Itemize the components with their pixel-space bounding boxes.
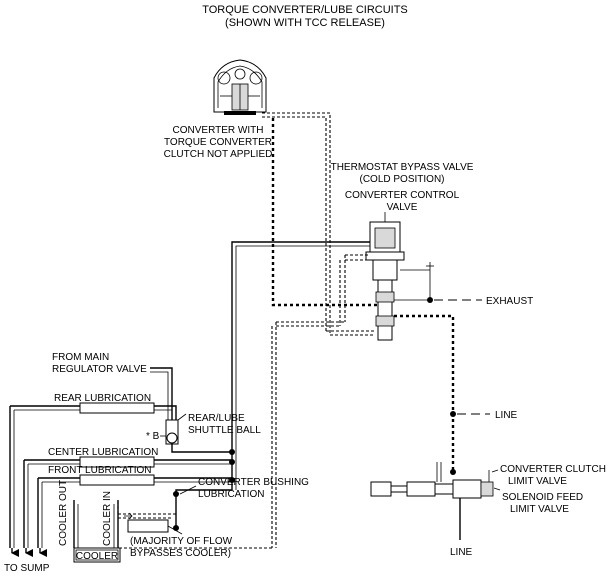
front-lube-label: FRONT LUBRICATION: [48, 465, 152, 476]
from-main-label-1: FROM MAIN: [52, 352, 109, 363]
thermostat-label-1: THERMOSTAT BYPASS VALVE: [331, 162, 474, 173]
shuttle-label-1: REAR/LUBE: [188, 413, 245, 424]
solenoid-feed-leader: [493, 487, 501, 491]
solenoid-feed-label-2: LIMIT VALVE: [510, 504, 569, 515]
clutch-limit-leader: [491, 469, 499, 473]
valve-port-paths: [271, 254, 370, 548]
exhaust-line: [394, 297, 482, 303]
clutch-limit-label-2: LIMIT VALVE: [508, 476, 567, 487]
shuttle-out-path: [171, 444, 232, 453]
converter-out-path-inner: [235, 245, 370, 490]
cooler-box: [73, 547, 121, 563]
junction-center: [229, 449, 235, 455]
release-feed-path: [262, 112, 375, 336]
shuttle-label-2: SHUTTLE BALL: [188, 425, 261, 436]
to-sump-label: TO SUMP: [4, 563, 50, 574]
center-lubrication-path: [23, 456, 235, 548]
converter-control-label-1: CONVERTER CONTROL: [345, 190, 460, 201]
converter-control-label-2: VALVE: [387, 202, 418, 213]
converter-label-3: CLUTCH NOT APPLIED: [164, 149, 273, 160]
line-label-2: LINE: [450, 547, 473, 558]
exhaust-label: EXHAUST: [486, 296, 533, 307]
front-lubrication-path: [37, 474, 235, 548]
torque-converter-icon: [213, 59, 267, 115]
thermostat-label-2: (COLD POSITION): [359, 174, 444, 185]
title-line-2: (SHOWN WITH TCC RELEASE): [225, 17, 385, 29]
shuttle-leader: [177, 413, 187, 421]
line-label-1: LINE: [495, 410, 518, 421]
rear-lubrication-path: [9, 402, 177, 548]
shuttle-marker: * B: [146, 431, 160, 442]
main-regulator-feed: [150, 367, 173, 420]
main-regulator-feed-inner: [150, 371, 169, 420]
title-line-1: TORQUE CONVERTER/LUBE CIRCUITS: [202, 4, 408, 16]
majority-label-1: (MAJORITY OF FLOW: [130, 536, 233, 547]
rear-lube-label: REAR LUBRICATION: [54, 393, 151, 404]
cooler-paths: [73, 500, 272, 549]
from-main-label-2: REGULATOR VALVE: [52, 364, 147, 375]
majority-leader: [167, 525, 183, 535]
solenoid-feed-label-1: SOLENOID FEED: [502, 492, 583, 503]
majority-label-2: BYPASSES COOLER): [130, 548, 231, 559]
line-pressure-path: [394, 314, 490, 475]
bushing-leader: [179, 485, 197, 495]
converter-label-1: CONVERTER WITH: [173, 125, 264, 136]
cooler-in-label: COOLER IN: [102, 491, 113, 546]
converter-apply-path: [271, 118, 378, 307]
sump-arrows: [11, 548, 47, 557]
center-lube-label: CENTER LUBRICATION: [48, 447, 158, 458]
bushing-label-1: CONVERTER BUSHING: [198, 477, 309, 488]
cooler-out-label: COOLER OUT: [58, 480, 69, 546]
cooler-label: COOLER: [76, 551, 118, 562]
clutch-limit-label-1: CONVERTER CLUTCH: [500, 464, 606, 475]
bushing-lubrication-path: [118, 489, 232, 533]
shuttle-ball: [160, 419, 179, 445]
bushing-label-2: LUBRICATION: [198, 489, 265, 500]
converter-clutch-limit-valve: [370, 462, 494, 499]
converter-control-valve: [365, 212, 434, 341]
converter-out-path: [231, 241, 370, 490]
converter-label-2: TORQUE CONVERTER: [164, 137, 272, 148]
